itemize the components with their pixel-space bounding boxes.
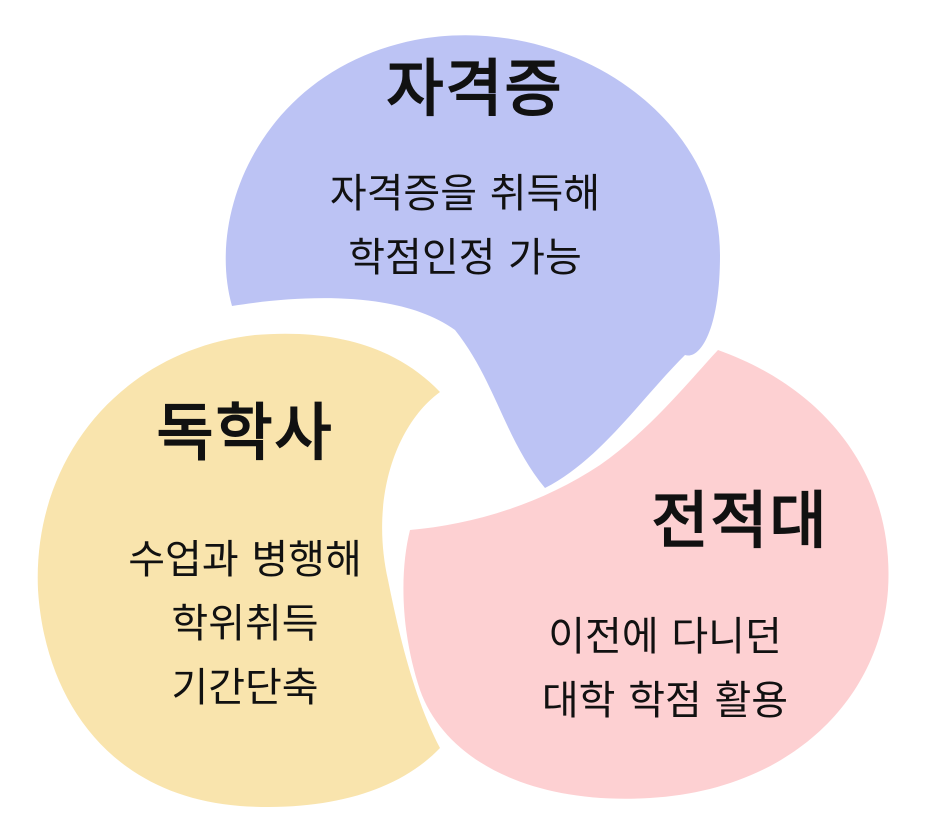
transfer-college-line: 대학 학점 활용 [541,678,789,724]
dokhaksa-line: 수업과 병행해 [128,537,362,583]
transfer-college-line: 이전에 다니던 [548,614,782,660]
dokhaksa-line: 기간단축 [171,665,319,711]
dokhaksa-title: 독학사 [156,396,334,469]
transfer-college-description: 이전에 다니던 대학 학점 활용 [455,605,875,733]
petal-certificate [225,35,720,488]
certificate-line: 자격증을 취득해 [329,171,601,217]
certificate-line: 학점인정 가능 [348,235,582,281]
dokhaksa-line: 학위취득 [171,601,319,647]
dokhaksa-description: 수업과 병행해 학위취득 기간단축 [55,528,435,720]
certificate-description: 자격증을 취득해 학점인정 가능 [255,162,675,290]
certificate-title: 자격증 [386,52,564,125]
transfer-college-title: 전적대 [651,484,829,557]
petal-dokhaksa [37,333,441,807]
petal-transfer-college [403,350,889,799]
